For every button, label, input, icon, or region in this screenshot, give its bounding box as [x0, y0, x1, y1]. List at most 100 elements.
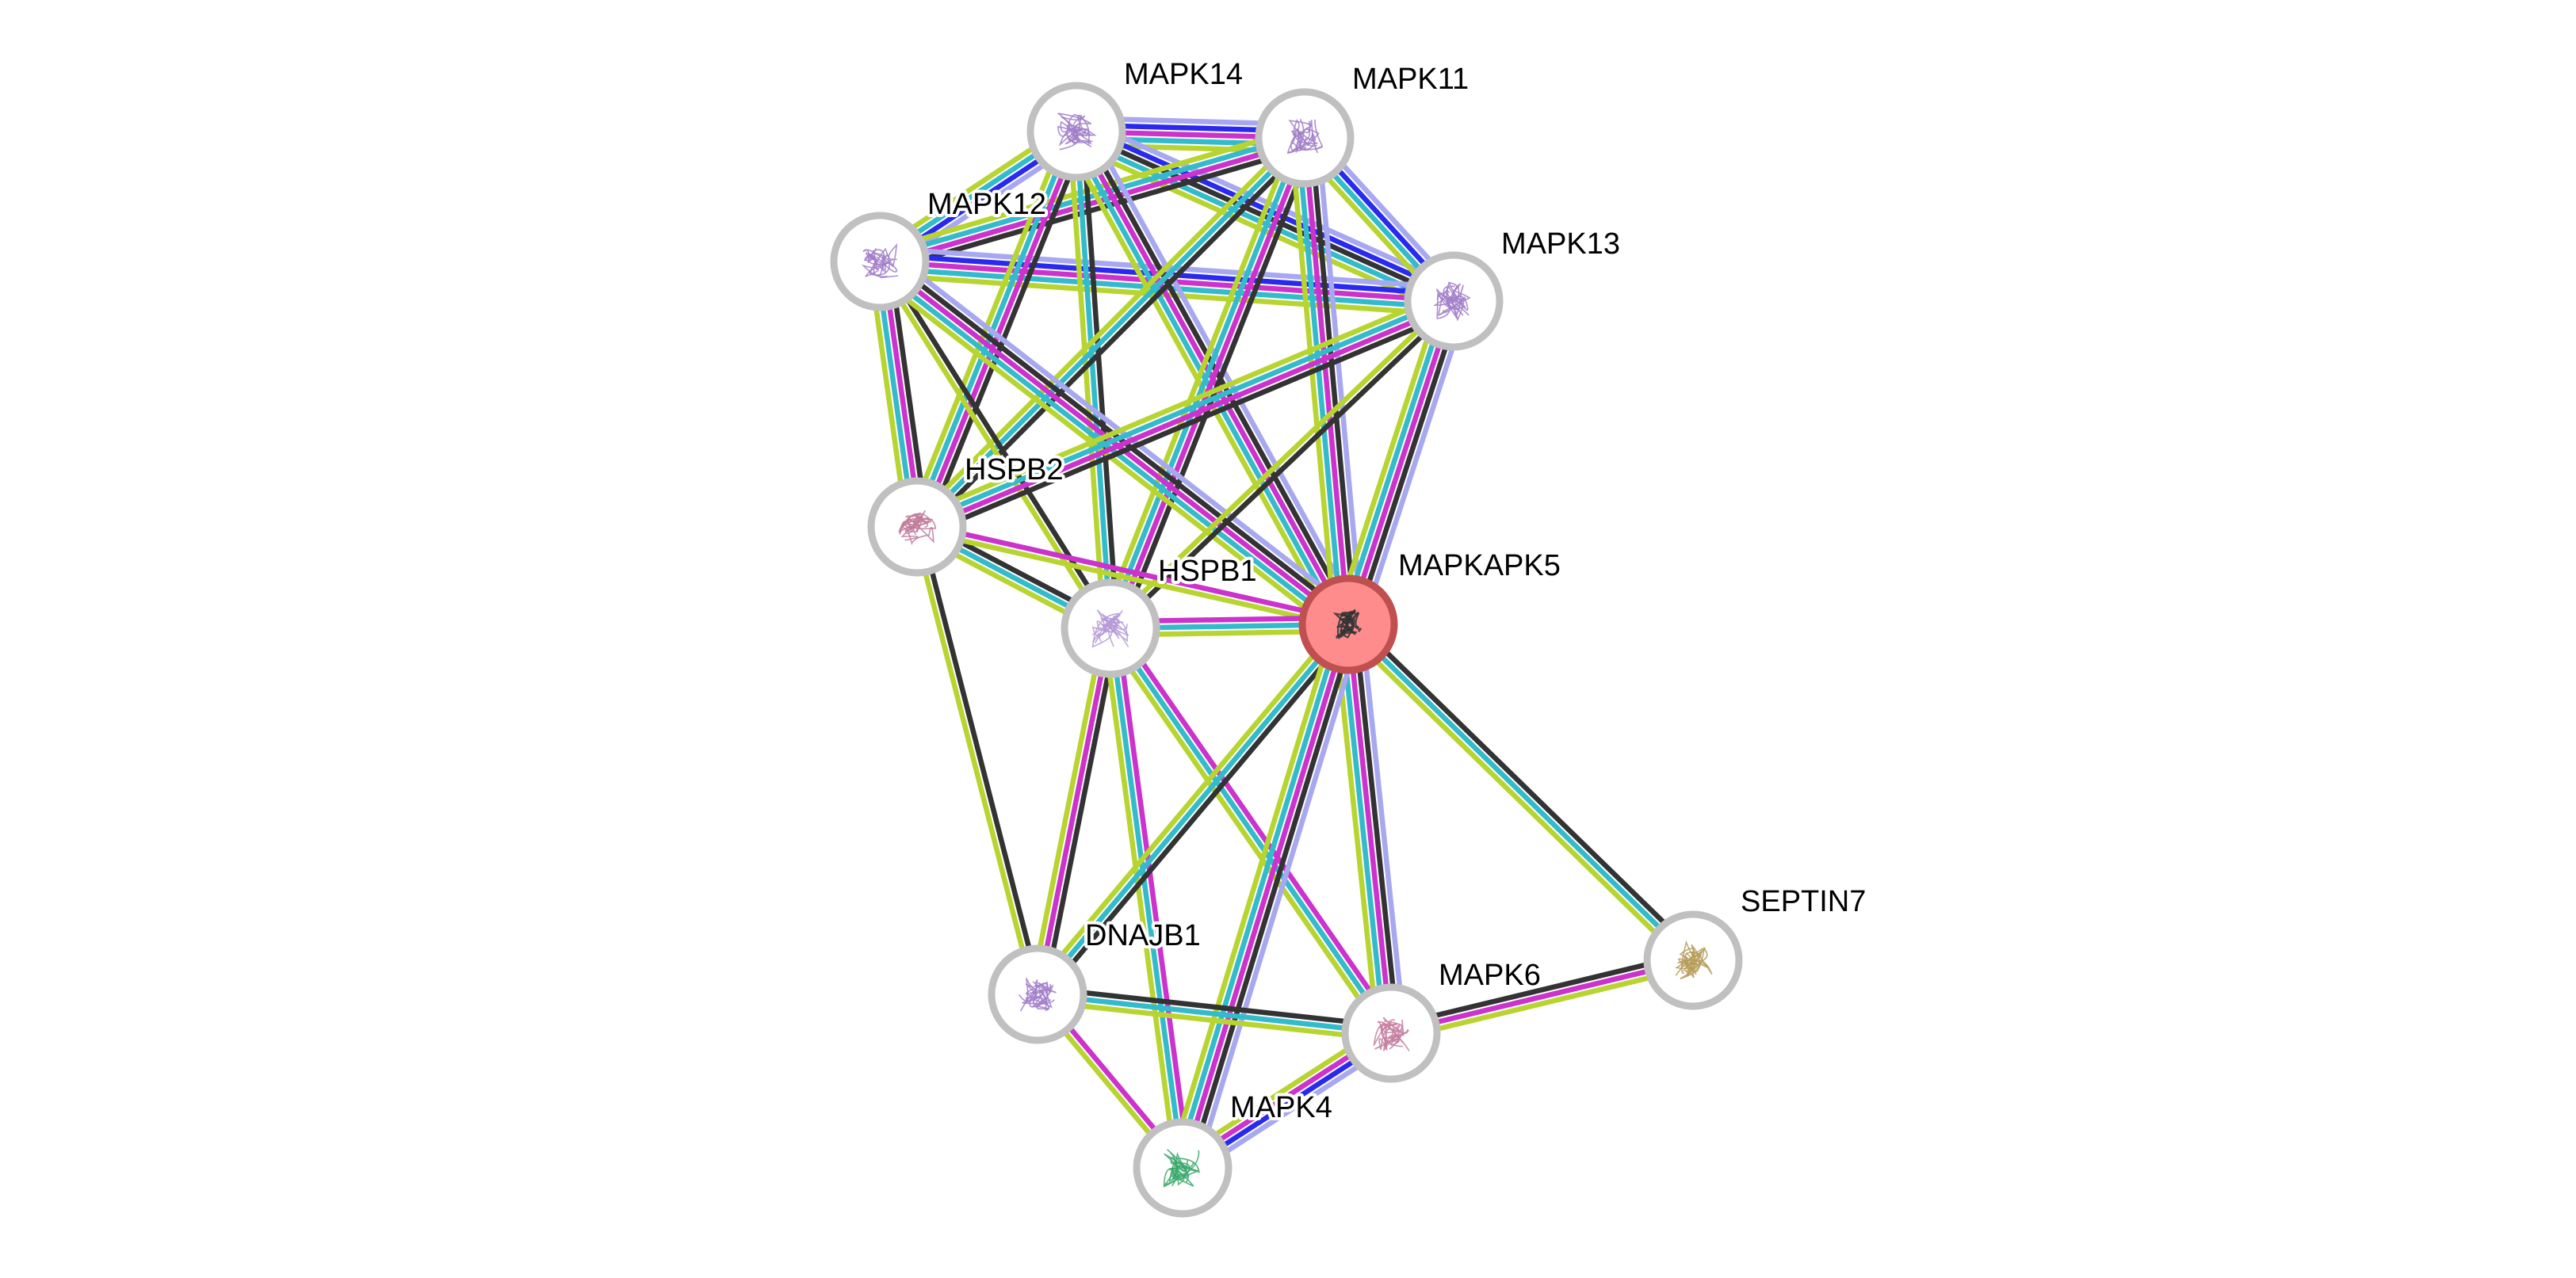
node-circle — [988, 944, 1087, 1044]
node-label-mapk13: MAPK13 — [1501, 227, 1620, 261]
node-label-mapk6: MAPK6 — [1439, 959, 1541, 992]
node-hspb1[interactable] — [1061, 578, 1160, 678]
node-label-mapk11: MAPK11 — [1352, 63, 1469, 96]
edge-mapkapk5-septin7[interactable] — [1341, 617, 1700, 967]
edge-evidence-textmining — [1067, 132, 1106, 629]
edge-evidence-textmining — [1062, 136, 1339, 632]
edge-evidence-experiments — [917, 521, 1350, 624]
edge-evidence-experiments — [1345, 624, 1394, 1034]
node-label-mapkapk5: MAPKAPK5 — [1398, 549, 1561, 582]
edge-mapk6-septin7[interactable] — [1389, 951, 1695, 1043]
edge-hspb2-mapkapk5[interactable] — [915, 521, 1350, 631]
protein-structure-icon — [1286, 119, 1324, 155]
edge-evidence-textmining — [1341, 627, 1691, 967]
edge-evidence-databases — [1295, 138, 1344, 626]
node-label-septin7: SEPTIN7 — [1741, 885, 1866, 918]
edge-hspb1-mapk6[interactable] — [1103, 623, 1399, 1039]
edge-evidence-textmining — [1106, 296, 1454, 628]
edge-evidence-experiments — [1345, 299, 1457, 626]
edge-evidence-coexpression — [1117, 140, 1317, 633]
edge-evidence-coexpression — [1110, 301, 1458, 633]
edge-evidence-textmining — [1167, 620, 1338, 1165]
edge-evidence-textmining — [911, 527, 1038, 996]
node-hspb2[interactable] — [867, 477, 967, 577]
edge-evidence-textmining — [1036, 998, 1391, 1043]
edge-mapk13-hspb2[interactable] — [912, 289, 1459, 539]
edge-evidence-textmining — [1028, 626, 1106, 994]
edge-mapk11-mapkapk5[interactable] — [1288, 136, 1365, 626]
edges-layer — [867, 115, 1700, 1179]
node-mapk4[interactable] — [1133, 1118, 1233, 1218]
edge-evidence-textmining — [1392, 964, 1695, 1043]
node-circle — [830, 212, 930, 311]
node-circle — [1255, 88, 1355, 188]
protein-structure-icon — [1057, 113, 1097, 151]
edge-evidence-homology — [1359, 622, 1408, 1032]
node-mapk12[interactable] — [830, 212, 930, 311]
edge-hspb1-mapk4[interactable] — [1101, 627, 1192, 1169]
edge-evidence-coexpression — [1309, 136, 1358, 624]
edge-evidence-coexpression — [1187, 625, 1358, 1171]
edge-evidence-coexpression — [919, 140, 1312, 534]
edge-evidence-databases — [915, 135, 1307, 529]
edge-mapk13-hspb1[interactable] — [1106, 296, 1458, 633]
edge-evidence-experiments — [880, 138, 1307, 268]
edge-evidence-coexpression — [923, 134, 1088, 532]
edge-evidence-homology — [1359, 304, 1470, 630]
protein-structure-icon — [1091, 609, 1129, 648]
node-mapk14[interactable] — [1026, 82, 1126, 181]
node-mapkapk5[interactable] — [1298, 574, 1398, 674]
edge-evidence-databases — [1035, 622, 1351, 997]
edge-mapkapk5-dnajb1[interactable] — [1030, 618, 1355, 1001]
edge-mapkapk5-mapk4[interactable] — [1167, 620, 1364, 1173]
edge-dnajb1-mapk6[interactable] — [1036, 985, 1393, 1043]
node-mapk6[interactable] — [1341, 983, 1441, 1083]
node-septin7[interactable] — [1643, 910, 1743, 1010]
protein-structure-icon — [1163, 1149, 1200, 1188]
protein-structure-icon — [861, 243, 899, 279]
node-mapk13[interactable] — [1404, 251, 1504, 351]
edge-evidence-databases — [1173, 621, 1344, 1167]
edge-evidence-databases — [912, 129, 1076, 527]
protein-structure-icon — [898, 509, 937, 546]
edge-evidence-coexpression — [917, 525, 1044, 994]
node-label-mapk4: MAPK4 — [1230, 1091, 1332, 1124]
edge-evidence-coexpression — [1041, 629, 1120, 997]
edge-mapk13-mapkapk5[interactable] — [1332, 296, 1470, 630]
protein-structure-icon — [1373, 1017, 1410, 1051]
protein-structure-icon — [1674, 940, 1713, 980]
edge-evidence-coexpression — [1352, 623, 1401, 1033]
edge-evidence-textmining — [1099, 133, 1298, 626]
edge-evidence-experiments — [1114, 623, 1399, 1032]
node-mapk11[interactable] — [1255, 88, 1355, 188]
edge-evidence-homology — [1080, 116, 1461, 292]
edge-hspb2-dnajb1[interactable] — [911, 525, 1044, 996]
node-circle — [1341, 983, 1441, 1083]
edge-evidence-textmining — [1332, 296, 1443, 621]
edge-hspb1-dnajb1[interactable] — [1028, 626, 1120, 997]
edge-evidence-experiments — [917, 301, 1456, 532]
protein-structure-icon — [1332, 608, 1363, 640]
edge-evidence-experiments — [1110, 138, 1310, 631]
edge-evidence-databases — [1105, 135, 1305, 628]
edge-evidence-homology — [1315, 136, 1365, 624]
edge-evidence-databases — [1107, 628, 1186, 1169]
edge-evidence-experiments — [1179, 624, 1351, 1169]
edge-evidence-coexpression — [1041, 627, 1355, 1001]
edge-evidence-textmining — [1030, 618, 1345, 992]
edge-mapk11-hspb2[interactable] — [910, 131, 1312, 534]
edge-evidence-databases — [1339, 624, 1387, 1035]
edge-evidence-coexpression — [1351, 302, 1463, 628]
edge-evidence-databases — [1037, 991, 1392, 1036]
node-label-dnajb1: DNAJB1 — [1085, 919, 1201, 952]
edge-mapk14-hspb1[interactable] — [1067, 131, 1120, 629]
edge-evidence-textmining — [912, 289, 1451, 521]
edge-evidence-databases — [1108, 627, 1393, 1035]
edge-evidence-experiments — [1390, 957, 1694, 1036]
edge-evidence-coexpression — [919, 307, 1459, 539]
edge-evidence-textmining — [1103, 630, 1388, 1039]
node-dnajb1[interactable] — [988, 944, 1087, 1044]
edge-evidence-experiments — [1301, 137, 1351, 625]
edge-mapk11-hspb1[interactable] — [1099, 133, 1317, 633]
